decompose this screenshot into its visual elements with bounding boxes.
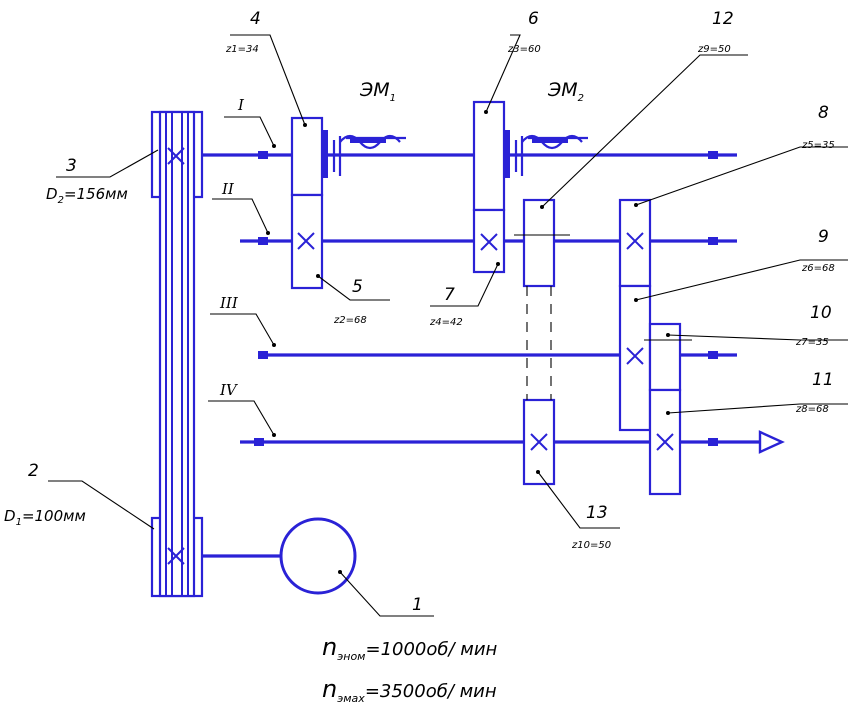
pulley-3-diameter: D2=156мм <box>46 185 128 206</box>
teeth-6: z3=60 <box>507 44 541 55</box>
gear-9 <box>618 284 652 432</box>
formula-nominal-speed: nэном=1000об/ мин <box>322 633 498 663</box>
label-4: 4 <box>250 9 261 29</box>
gear-10 <box>648 322 682 392</box>
clutch-labels: ЭМ1 ЭМ2 <box>359 79 584 104</box>
output-arrow <box>758 430 785 454</box>
formulas: nэном=1000об/ мин nэмах=3500об/ мин <box>322 633 498 705</box>
belt-drive <box>150 110 204 598</box>
clutch-label-em2: ЭМ2 <box>547 79 584 104</box>
formula-max-speed: nэмах=3500об/ мин <box>322 675 497 705</box>
label-2: 2 <box>28 461 39 481</box>
label-1: 1 <box>412 595 423 615</box>
gear-6 <box>472 100 506 212</box>
shaft-labels: I II III IV <box>219 96 245 399</box>
teeth-12: z9=50 <box>697 44 731 55</box>
label-7: 7 <box>444 285 455 305</box>
gear-8 <box>618 198 652 288</box>
electric-motor <box>202 517 357 595</box>
label-12: 12 <box>712 9 734 29</box>
label-6: 6 <box>528 9 539 29</box>
shaft-label-iv: IV <box>219 381 239 399</box>
teeth-9: z6=68 <box>801 263 835 274</box>
label-5: 5 <box>352 277 363 297</box>
gear-4 <box>290 116 324 197</box>
label-8: 8 <box>818 103 829 123</box>
gear-11 <box>648 388 682 496</box>
pulley-2-diameter: D1=100мм <box>4 507 86 528</box>
shaft-label-ii: II <box>221 180 235 198</box>
clutches <box>322 130 588 178</box>
teeth-4: z1=34 <box>225 44 259 55</box>
teeth-7: z4=42 <box>429 317 463 328</box>
teeth-8: z5=35 <box>801 140 835 151</box>
leader-lines <box>48 34 848 617</box>
teeth-5: z2=68 <box>333 315 367 326</box>
shaft-label-iii: III <box>219 294 239 312</box>
teeth-10: z7=35 <box>795 337 829 348</box>
gears <box>290 100 692 496</box>
clutch-label-em1: ЭМ1 <box>359 79 396 104</box>
shaft-label-i: I <box>237 96 245 114</box>
teeth-11: z8=68 <box>795 404 829 415</box>
label-13: 13 <box>586 503 608 523</box>
label-10: 10 <box>810 303 832 323</box>
gear-12 <box>522 198 556 288</box>
label-11: 11 <box>812 370 834 390</box>
element-labels: 1 2 D1=100мм 3 D2=156мм 4 z1=34 5 z2=68 … <box>4 9 835 615</box>
label-3: 3 <box>66 156 77 176</box>
label-9: 9 <box>818 227 829 247</box>
teeth-13: z10=50 <box>571 540 611 551</box>
